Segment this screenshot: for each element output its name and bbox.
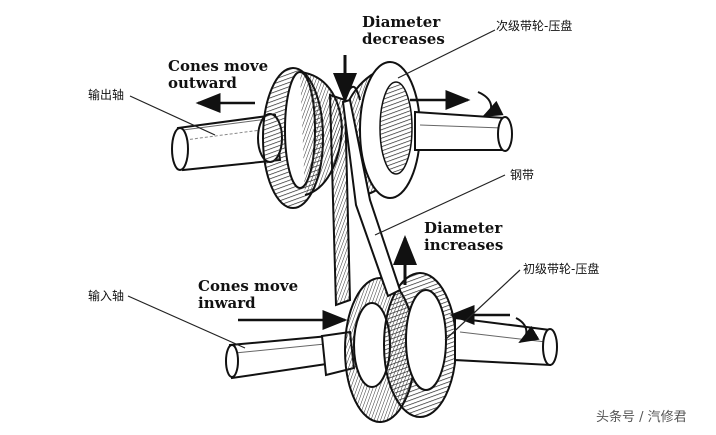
output-shaft-right (414, 110, 513, 152)
label-output-shaft: 输出轴 (88, 88, 125, 102)
input-pulley-right-cone (383, 272, 457, 418)
output-pulley-left-cone (262, 67, 344, 209)
label-cones-move-outward: Cones move outward (168, 57, 269, 92)
input-shaft-right (454, 316, 558, 367)
arrow-cones-outward-right (410, 90, 504, 117)
label-steel-belt: 钢带 (510, 168, 535, 182)
output-pulley-right-cone (343, 61, 421, 199)
leader-lines (127, 29, 521, 349)
label-cones-move-inward: Cones move inward (198, 277, 299, 312)
label-primary-pulley: 初级带轮-压盘 (523, 262, 600, 276)
label-diameter-increases: Diameter increases (424, 219, 504, 254)
label-input-shaft: 输入轴 (88, 289, 125, 303)
arrow-cones-inward-right (449, 305, 540, 344)
watermark: 头条号 / 汽修君 (596, 410, 687, 425)
label-secondary-pulley: 次级带轮-压盘 (496, 19, 573, 33)
label-diameter-decreases: Diameter decreases (362, 13, 445, 48)
input-shaft (225, 330, 356, 380)
